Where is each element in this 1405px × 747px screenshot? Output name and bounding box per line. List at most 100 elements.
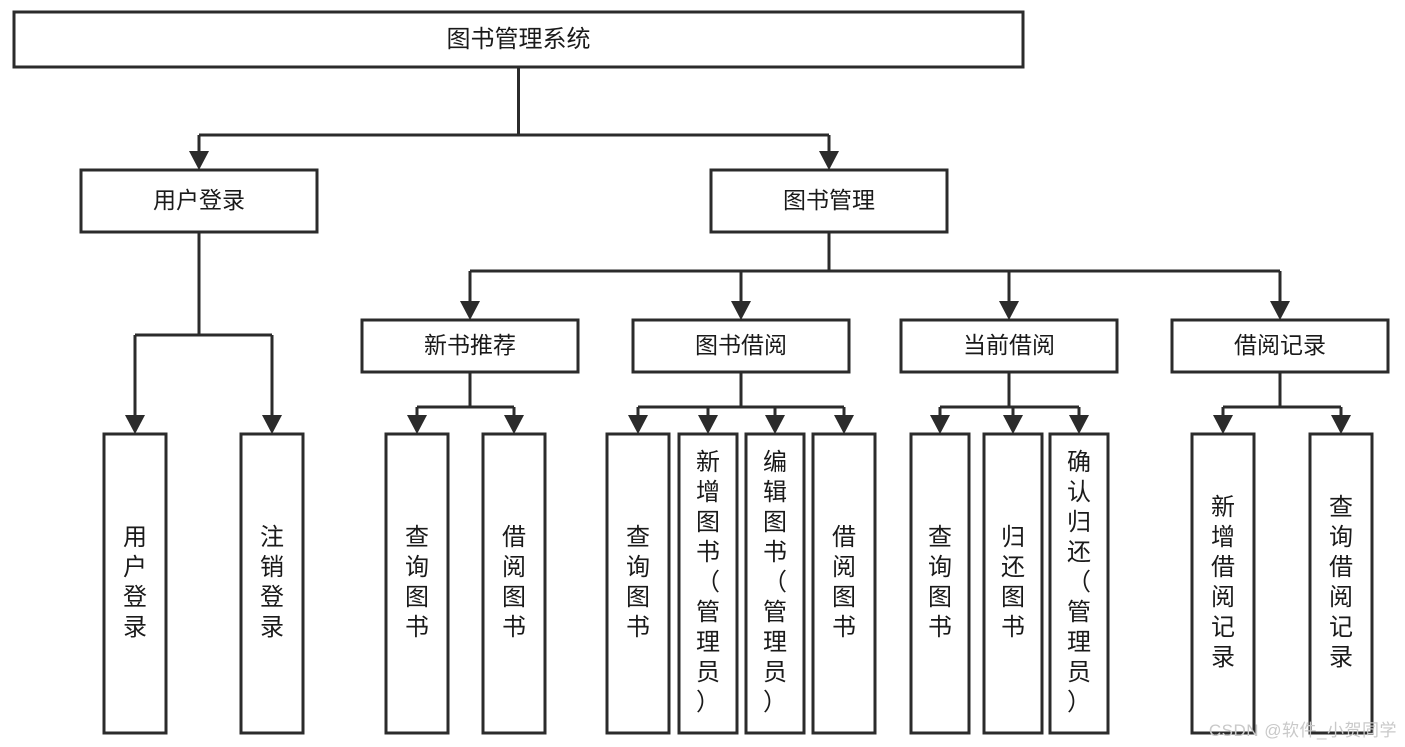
node-label-br-add-record: 新 — [1211, 494, 1235, 521]
node-label-bb-add-book: 书 — [696, 539, 720, 566]
node-box-br-query-record — [1308, 432, 1374, 735]
node-label-nbr-borrow-book: 借 — [502, 524, 526, 551]
node-label-user-logout: 注 — [260, 524, 284, 551]
node-label-br-query-record: 询 — [1329, 524, 1353, 551]
node-new-book-recommend[interactable]: 新书推荐 — [360, 318, 580, 374]
node-label-bb-add-book: 员 — [696, 659, 720, 686]
arrow-head-icon — [765, 415, 785, 434]
arrow-head-icon — [460, 301, 480, 320]
node-label-br-query-record: 记 — [1329, 614, 1353, 641]
node-label-bb-edit-book: 书 — [763, 539, 787, 566]
arrow-head-icon — [407, 415, 427, 434]
node-label-nbr-query-book: 书 — [405, 614, 429, 641]
arrow-head-icon — [930, 415, 950, 434]
node-label-cb-query-book: 书 — [928, 614, 952, 641]
node-user-login[interactable]: 用户登录 — [79, 168, 319, 234]
arrow-head-icon — [819, 151, 839, 170]
arrow-head-icon — [189, 151, 209, 170]
node-label-user-logout: 录 — [260, 614, 284, 641]
node-label-book-borrow: 图书借阅 — [695, 332, 787, 358]
node-label-bb-add-book: 图 — [696, 509, 720, 536]
node-box-nbr-borrow-book — [481, 432, 547, 735]
node-label-br-add-record: 录 — [1211, 644, 1235, 671]
arrow-head-icon — [731, 301, 751, 320]
node-book-borrow[interactable]: 图书借阅 — [631, 318, 851, 374]
node-label-bb-borrow-book: 阅 — [832, 554, 856, 581]
node-label-root: 图书管理系统 — [447, 26, 591, 53]
node-label-bb-add-book: 增 — [696, 479, 720, 506]
node-label-bb-borrow-book: 借 — [832, 524, 856, 551]
node-label-br-add-record: 借 — [1211, 554, 1235, 581]
node-box-bb-add-book — [677, 432, 739, 735]
node-label-cb-query-book: 询 — [928, 554, 952, 581]
node-box-bb-borrow-book — [811, 432, 877, 735]
node-label-bb-borrow-book: 书 — [832, 614, 856, 641]
node-label-bb-edit-book: 员 — [763, 659, 787, 686]
node-box-book-manage — [709, 168, 949, 234]
watermark-label: CSDN @软件_小贺同学 — [1208, 721, 1397, 740]
node-root[interactable]: 图书管理系统 — [12, 10, 1025, 69]
node-label-bb-edit-book: 图 — [763, 509, 787, 536]
node-label-cb-return-book: 归 — [1001, 524, 1025, 551]
node-label-cb-confirm-return: ） — [1067, 689, 1091, 716]
node-label-bb-edit-book: 辑 — [763, 479, 787, 506]
arrow-head-icon — [628, 415, 648, 434]
node-box-bb-query-book — [605, 432, 671, 735]
node-label-nbr-borrow-book: 图 — [502, 584, 526, 611]
node-label-user-login-do: 录 — [123, 614, 147, 641]
node-box-cb-confirm-return — [1048, 432, 1110, 735]
node-box-user-logout — [239, 432, 305, 735]
node-label-nbr-borrow-book: 书 — [502, 614, 526, 641]
node-borrow-records[interactable]: 借阅记录 — [1170, 318, 1390, 374]
arrow-head-icon — [262, 415, 282, 434]
node-label-current-borrow: 当前借阅 — [963, 332, 1055, 358]
node-label-bb-edit-book: ） — [763, 689, 787, 716]
node-label-bb-add-book: 新 — [696, 449, 720, 476]
node-label-cb-confirm-return: 归 — [1067, 509, 1091, 536]
node-label-bb-query-book: 询 — [626, 554, 650, 581]
node-label-borrow-records: 借阅记录 — [1234, 332, 1326, 358]
node-user-login-do[interactable]: 用户登录 — [102, 432, 168, 735]
node-book-manage[interactable]: 图书管理 — [709, 168, 949, 234]
arrow-head-icon — [834, 415, 854, 434]
arrow-head-icon — [698, 415, 718, 434]
arrow-head-icon — [999, 301, 1019, 320]
node-box-nbr-query-book — [384, 432, 450, 735]
node-label-user-login-do: 用 — [123, 524, 147, 551]
node-label-bb-edit-book: 管 — [763, 599, 787, 626]
node-box-user-login-do — [102, 432, 168, 735]
node-box-br-add-record — [1190, 432, 1256, 735]
node-layer: 图书管理系统用户登录图书管理用户登录注销登录新书推荐查询图书借阅图书图书借阅查询… — [12, 10, 1390, 735]
node-label-bb-edit-book: 编 — [763, 449, 787, 476]
node-label-cb-query-book: 图 — [928, 584, 952, 611]
node-label-bb-add-book: ） — [696, 689, 720, 716]
arrow-head-icon — [1003, 415, 1023, 434]
node-label-bb-edit-book: （ — [763, 569, 787, 596]
node-label-br-query-record: 查 — [1329, 494, 1353, 521]
node-label-new-book-recommend: 新书推荐 — [424, 332, 516, 358]
node-label-bb-edit-book: 理 — [763, 629, 787, 656]
node-label-bb-query-book: 查 — [626, 524, 650, 551]
node-label-bb-add-book: 理 — [696, 629, 720, 656]
node-label-br-query-record: 录 — [1329, 644, 1353, 671]
node-label-cb-return-book: 还 — [1001, 554, 1025, 581]
node-label-cb-confirm-return: 还 — [1067, 539, 1091, 566]
node-current-borrow[interactable]: 当前借阅 — [899, 318, 1119, 374]
node-label-user-logout: 销 — [260, 554, 284, 581]
node-label-user-logout: 登 — [260, 584, 284, 611]
node-label-cb-confirm-return: 管 — [1067, 599, 1091, 626]
node-label-bb-query-book: 图 — [626, 584, 650, 611]
